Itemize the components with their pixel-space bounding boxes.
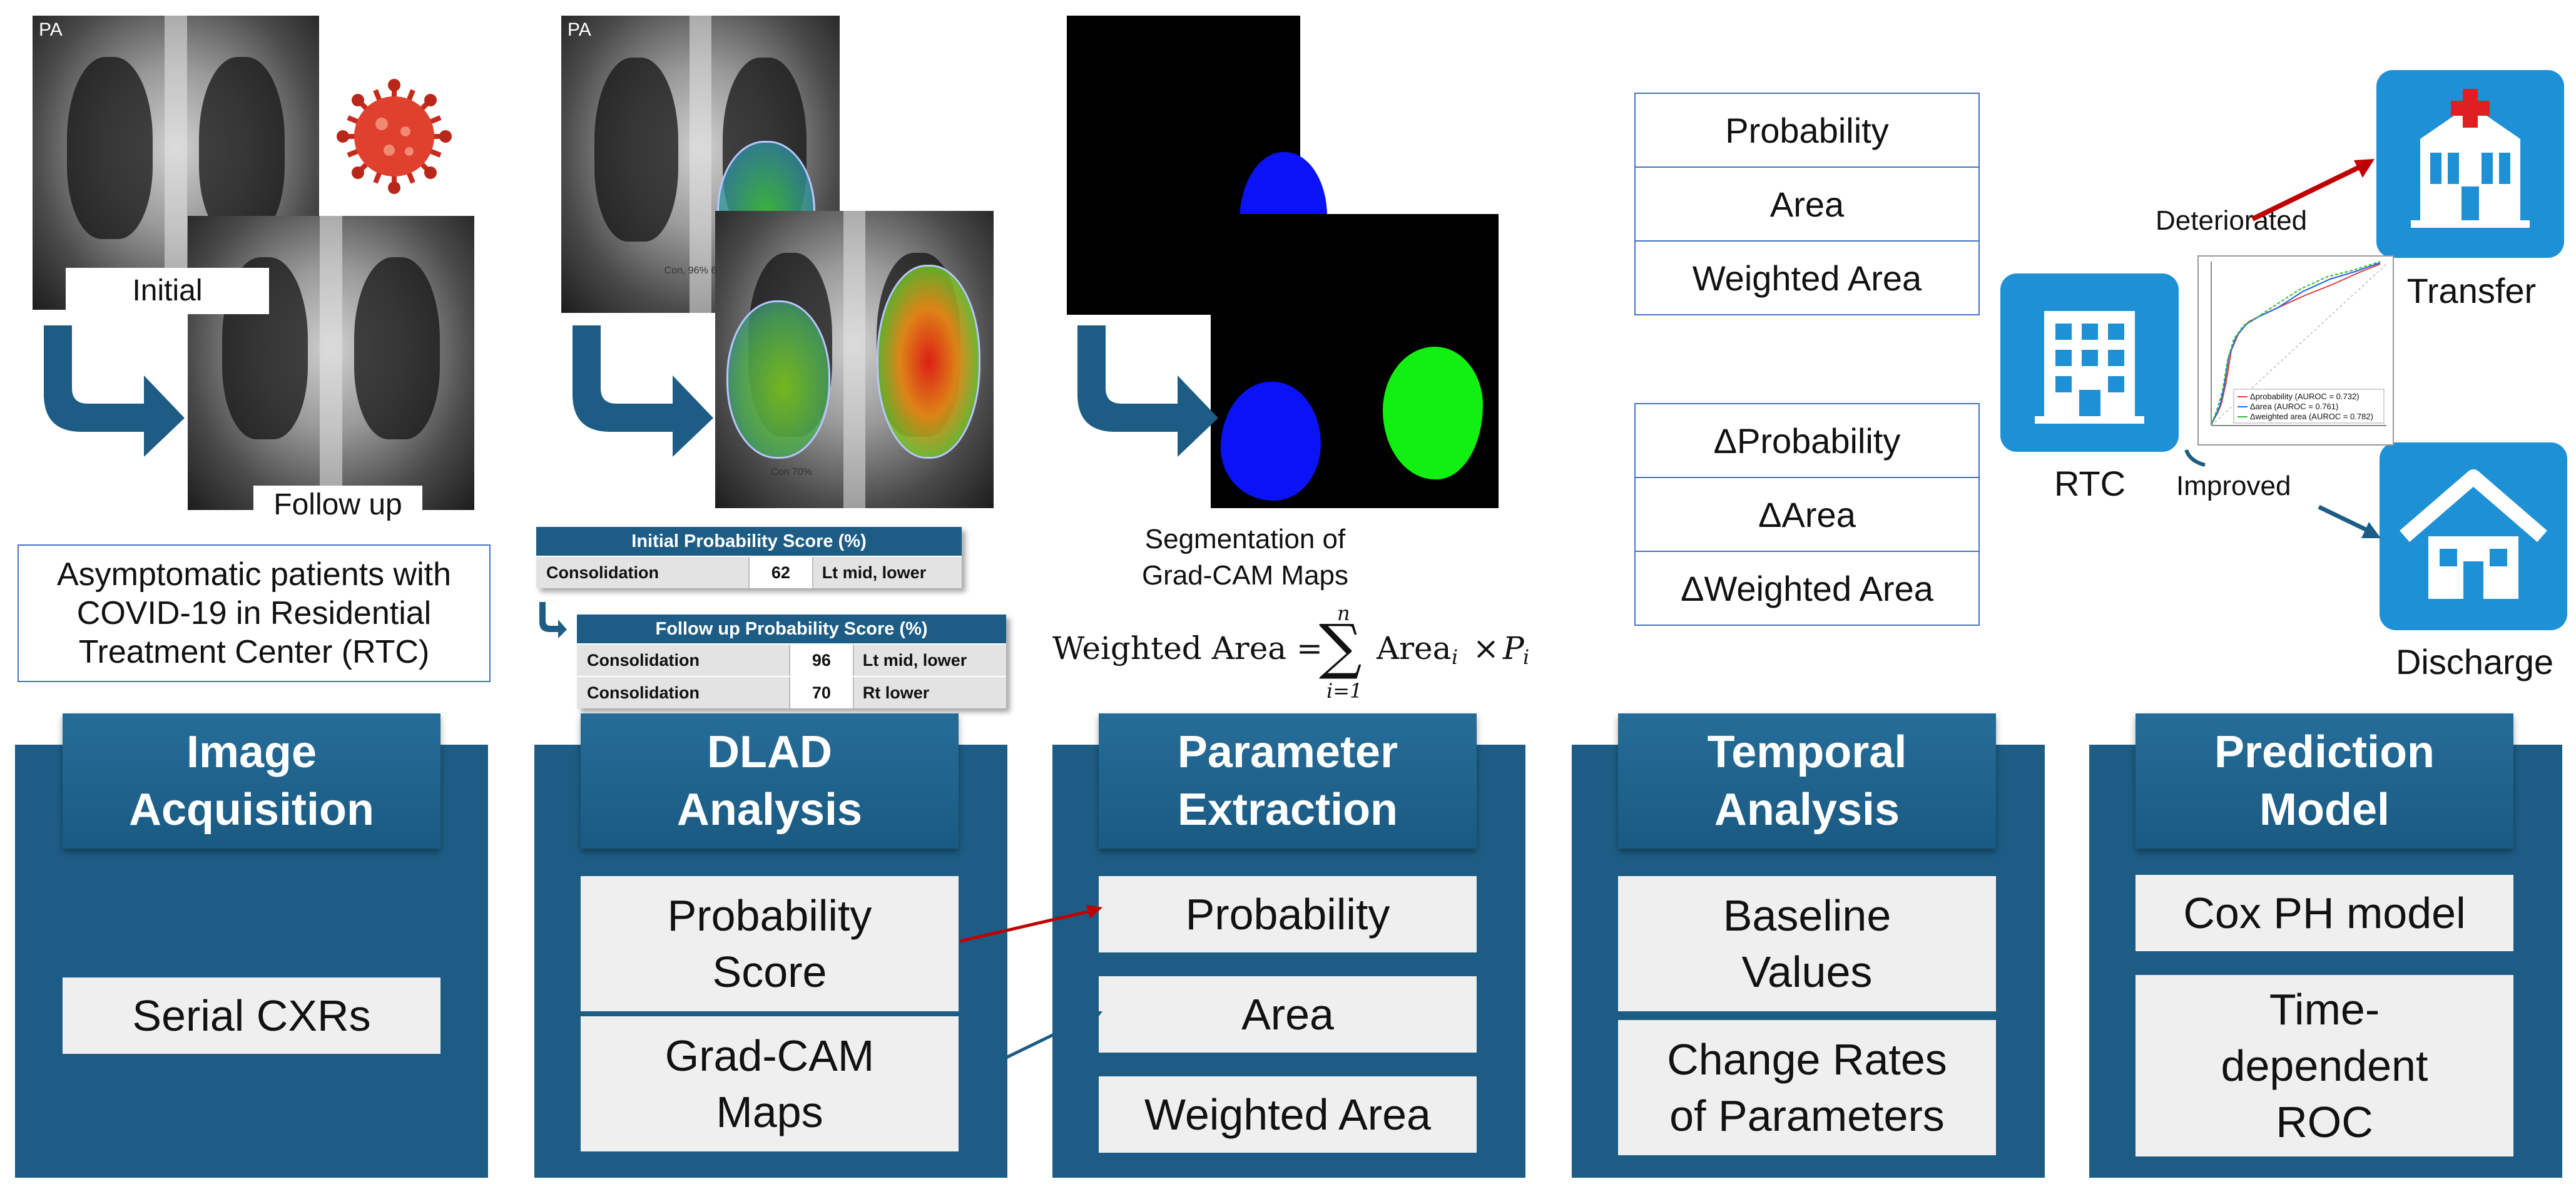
segmentation-caption: Segmentation of Grad-CAM Maps: [1141, 524, 1349, 591]
deteriorated-label: Deteriorated: [2156, 205, 2308, 236]
location-cell: Lt mid, lower: [852, 645, 1006, 676]
transfer-label: Transfer: [2406, 271, 2537, 310]
roc-legend-entry: Δweighted area (AUROC = 0.782): [2250, 412, 2373, 421]
rtc-label: RTC: [2054, 464, 2126, 503]
area-param-box: Area: [1099, 976, 1477, 1053]
formula-p: P: [1503, 630, 1524, 666]
roc-legend-entry: Δarea (AUROC = 0.761): [2250, 402, 2338, 411]
rtc-to-improved-arrow: [2184, 449, 2206, 467]
change-rates-box: Change Rates of Parameters: [1618, 1020, 1996, 1155]
step-title-temporal-analysis: Temporal Analysis: [1618, 713, 1996, 849]
formula-lhs: Weighted Area =: [1052, 630, 1323, 666]
followup-label: Follow up: [253, 486, 422, 524]
initial-label: Initial: [66, 268, 269, 314]
serial-cxrs-box: Serial CXRs: [63, 977, 440, 1054]
pa-label: PA: [568, 19, 591, 40]
score-cell: 96: [789, 645, 853, 676]
step-title-prediction-model: Prediction Model: [2136, 713, 2513, 849]
dlad-followup-heatmap-image: Con 70%: [715, 211, 994, 508]
formula-lower-limit: i=1: [1326, 679, 1363, 703]
score-cell: 62: [748, 557, 812, 588]
hospital-transfer-icon: [2376, 70, 2564, 258]
table-row: Consolidation 96 Lt mid, lower: [577, 643, 1006, 676]
location-cell: Lt mid, lower: [812, 557, 962, 588]
roc-curve-chart: Δprobability (AUROC = 0.732) Δarea (AURO…: [2197, 255, 2394, 446]
finding-cell: Consolidation: [536, 557, 748, 588]
formula-subscript: i: [1523, 645, 1530, 669]
improved-label: Improved: [2176, 471, 2291, 501]
weighted-area-param-box: Weighted Area: [1099, 1076, 1477, 1153]
delta-parameters-table: ΔProbability ΔArea ΔWeighted Area: [1634, 403, 1980, 626]
probability-param-box: Probability: [1099, 876, 1477, 952]
sigma-symbol: ∑: [1319, 611, 1362, 681]
formula-subscript: i: [1452, 645, 1459, 669]
area-connector-arrow: [959, 1011, 1102, 1082]
roc-legend-entry: Δprobability (AUROC = 0.732): [2250, 392, 2360, 401]
segmented-region: [1383, 347, 1483, 479]
step-title-image-acquisition: Image Acquisition: [63, 713, 440, 849]
formula-times: ×: [1473, 630, 1499, 666]
finding-cell: Consolidation: [577, 677, 790, 708]
virus-icon: [337, 79, 452, 194]
bent-arrow-icon: [44, 325, 185, 457]
initial-probability-table: Initial Probability Score (%) Consolidat…: [536, 527, 962, 588]
home-discharge-icon: [2380, 442, 2567, 630]
initial-cxr-image: PA: [33, 16, 319, 310]
segmented-region: [1221, 382, 1321, 501]
finding-cell: Consolidation: [577, 645, 790, 676]
pa-label: PA: [39, 19, 63, 40]
probability-connector-arrow: [959, 905, 1102, 943]
followup-cxr-image: [188, 216, 474, 510]
heatmap-annotation: Con 70%: [771, 466, 812, 477]
improved-arrow: [2318, 504, 2381, 538]
followup-probability-table: Follow up Probability Score (%) Consolid…: [577, 615, 1006, 708]
table-title: Follow up Probability Score (%): [577, 615, 1006, 643]
bent-arrow-icon: [1077, 325, 1218, 457]
probability-score-box: Probability Score: [581, 876, 959, 1011]
parameter-row: Area: [1636, 166, 1978, 240]
parameter-row: ΔProbability: [1713, 421, 1901, 461]
weighted-area-formula: Weighted Area = n ∑ i=1 Area i × P i: [1051, 601, 1552, 710]
formula-upper-limit: n: [1337, 601, 1350, 625]
table-title: Initial Probability Score (%): [536, 527, 962, 556]
step-title-dlad-analysis: DLAD Analysis: [581, 713, 959, 849]
location-cell: Rt lower: [852, 677, 1006, 708]
score-cell: 70: [789, 677, 853, 708]
parameter-row: Weighted Area: [1636, 240, 1978, 314]
formula-term: Area: [1377, 630, 1452, 666]
step-title-parameter-extraction: Parameter Extraction: [1099, 713, 1477, 849]
cox-ph-model-box: Cox PH model: [2136, 875, 2513, 951]
deteriorated-arrow: [2251, 159, 2375, 222]
table-row: Consolidation 70 Rt lower: [577, 676, 1006, 708]
table-row: Consolidation 62 Lt mid, lower: [536, 556, 962, 588]
heatmap-annotation: Con, 96% 62%: [664, 265, 731, 276]
baseline-values-box: Baseline Values: [1618, 876, 1996, 1011]
parameter-row: ΔArea: [1636, 477, 1978, 551]
parameter-row: Probability: [1725, 110, 1889, 150]
small-bent-arrow-icon: [539, 602, 567, 638]
time-dependent-roc-box: Time- dependent ROC: [2136, 975, 2513, 1156]
discharge-label: Discharge: [2395, 642, 2554, 681]
bent-arrow-icon: [573, 325, 713, 457]
rtc-building-icon: [2000, 273, 2179, 452]
patients-description: Asymptomatic patients with COVID-19 in R…: [18, 544, 491, 682]
grad-cam-maps-box: Grad-CAM Maps: [581, 1016, 959, 1151]
segmentation-map-followup: [1211, 214, 1499, 508]
parameter-row: ΔWeighted Area: [1636, 551, 1978, 625]
baseline-parameters-table: Probability Area Weighted Area: [1634, 93, 1980, 315]
